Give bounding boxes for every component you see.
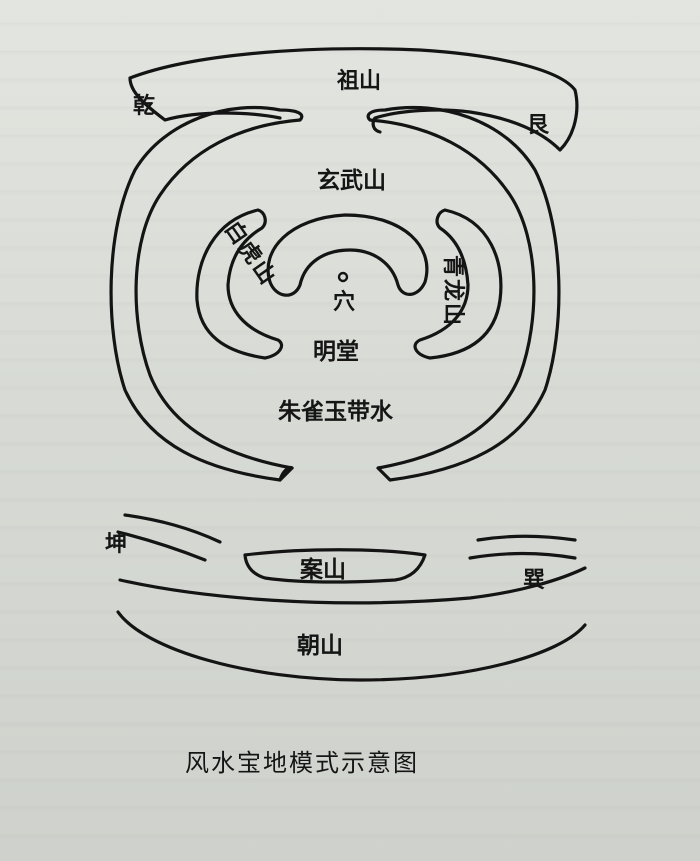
- xue-point-marker: [337, 271, 349, 283]
- kun-label: 坤: [105, 531, 127, 557]
- qinglongshan-label: 青龙山: [440, 255, 466, 325]
- xun-ridge-lower: [468, 551, 577, 560]
- white-tiger-mountain-outline: [195, 208, 284, 360]
- azure-dragon-mountain-outline: [413, 208, 503, 360]
- kun-ridge-lower: [116, 530, 207, 562]
- table-mountain-outline: [243, 548, 427, 584]
- qinglongshan-label-char: 龙: [440, 279, 466, 301]
- outer-ring-right-outline: [366, 105, 561, 482]
- outer-ring-outline: [109, 105, 304, 482]
- mingtang-label: 明堂: [313, 338, 359, 365]
- xun-ridge-upper: [476, 534, 577, 542]
- qinglongshan-label-char: 青: [440, 255, 466, 277]
- qinglongshan-label-char: 山: [440, 303, 466, 325]
- xun-label: 巽: [523, 567, 545, 593]
- facing-mountain-upper-line: [118, 566, 587, 605]
- ancestral-mountain-outline: [128, 47, 579, 152]
- xue-label: 穴: [333, 289, 355, 315]
- facing-mountain-lower-line: [116, 610, 587, 682]
- anshan-label: 案山: [299, 556, 346, 583]
- left-lower-arm-hook: [278, 465, 294, 482]
- kun-ridge-upper: [123, 513, 222, 544]
- xuanwushan-label: 玄武山: [317, 167, 386, 194]
- xuanwu-inner-mountain-outline: [266, 213, 429, 297]
- zushan-label: 祖山: [337, 68, 381, 94]
- gen-label: 艮: [527, 112, 550, 138]
- chaoshan-label: 朝山: [297, 632, 343, 659]
- qian-label: 乾: [133, 93, 155, 119]
- diagram-caption: 风水宝地模式示意图: [185, 749, 419, 777]
- zhuque-yudaishui-label: 朱雀玉带水: [278, 398, 394, 425]
